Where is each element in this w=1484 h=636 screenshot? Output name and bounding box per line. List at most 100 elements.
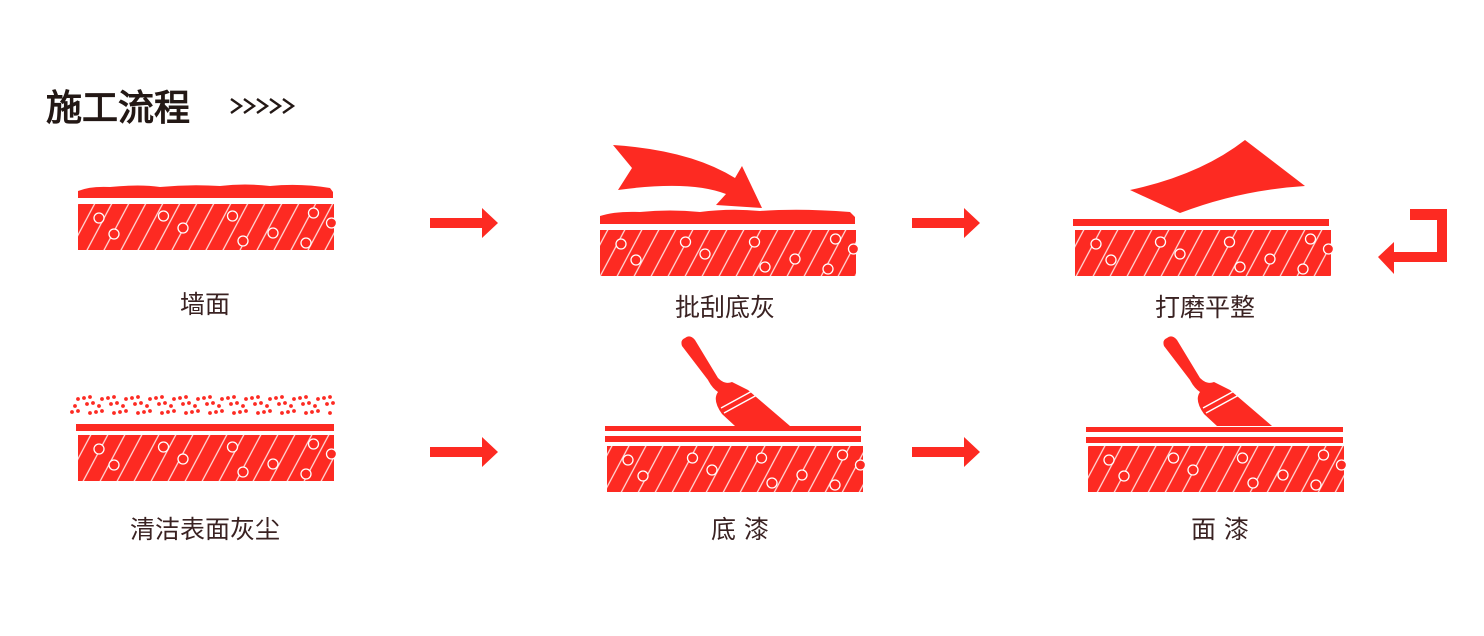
topcoat-layer-top [1086,427,1343,432]
dust-dot [280,395,284,399]
dust-dot [190,410,194,414]
dust-dot [154,396,158,400]
cleaned-layer [76,424,334,431]
dust-dot [277,402,281,406]
dust-dot [280,411,284,415]
dust-dot [265,404,269,408]
title-chevrons-icon [230,98,296,114]
dust-dot [208,411,212,415]
wall-block [1088,446,1348,492]
dust-dot [286,410,290,414]
dust-dot [181,402,185,406]
paintbrush-icon [681,336,790,426]
dust-dot [331,401,335,405]
dust-dot [268,397,272,401]
dust-dot [256,395,260,399]
dust-dot [298,396,302,400]
dust-dot [166,410,170,414]
dust-dot [91,401,95,405]
paintbrush-icon [1163,336,1272,426]
wall-block [607,446,867,492]
dust-dot [139,401,143,405]
dust-dot [244,409,248,413]
dust-dot [316,397,320,401]
dust-dot [100,409,104,413]
dust-dot [274,396,278,400]
dust-dot [283,401,287,405]
dust-dot [172,409,176,413]
dust-dot [106,396,110,400]
step-label: 墙面 [180,290,230,319]
wall-block [78,204,338,250]
dust-dot [172,397,176,401]
dust-dot [184,411,188,415]
dust-dot [202,396,206,400]
dust-dot [76,397,80,401]
dust-dot [97,404,101,408]
dust-dot [193,404,197,408]
topcoat-layer [1086,437,1343,443]
dust-particles [70,395,335,415]
dust-dot [214,410,218,414]
dust-dot [250,396,254,400]
sandpaper-icon [1130,140,1305,213]
dust-dot [124,397,128,401]
dust-dot [100,397,104,401]
dust-dot [310,410,314,414]
curved-arrow-icon [613,145,762,208]
dust-dot [307,401,311,405]
dust-dot [142,410,146,414]
dust-dot [304,411,308,415]
dust-dot [220,409,224,413]
arrow-right-icon [430,208,498,238]
dust-dot [196,397,200,401]
dust-dot [148,397,152,401]
dust-dot [304,395,308,399]
dust-dot [244,397,248,401]
wall-block [600,230,860,276]
arrow-right-icon [912,437,980,467]
arrow-right-icon [912,208,980,238]
dust-dot [292,409,296,413]
dust-dot [232,395,236,399]
wall-surface-coat [78,184,333,198]
dust-dot [238,410,242,414]
dust-dot [205,402,209,406]
dust-dot [94,410,98,414]
dust-dot [133,402,137,406]
dust-dot [262,410,266,414]
dust-dot [196,409,200,413]
dust-dot [268,409,272,413]
dust-dot [73,404,77,408]
step-label: 批刮底灰 [675,293,775,322]
dust-dot [121,404,125,408]
dust-dot [187,401,191,405]
dust-dot [157,402,161,406]
dust-dot [112,411,116,415]
dust-dot [316,409,320,413]
dust-dot [217,404,221,408]
arrow-right-icon [430,437,498,467]
dust-dot [292,397,296,401]
dust-dot [232,411,236,415]
step-label: 清洁表面灰尘 [130,515,280,544]
dust-dot [208,395,212,399]
wall-block [1075,230,1335,276]
dust-dot [76,409,80,413]
dust-dot [148,409,152,413]
sanded-layer [1073,219,1329,226]
dust-dot [178,396,182,400]
step-label: 打磨平整 [1155,293,1255,322]
dust-dot [313,404,317,408]
dust-dot [235,401,239,405]
dust-dot [289,404,293,408]
step-label: 面 漆 [1191,515,1249,544]
dust-dot [241,404,245,408]
dust-dot [109,402,113,406]
dust-dot [220,397,224,401]
primer-layer-top [605,426,861,431]
dust-dot [70,410,74,414]
dust-dot [160,411,164,415]
dust-dot [130,396,134,400]
